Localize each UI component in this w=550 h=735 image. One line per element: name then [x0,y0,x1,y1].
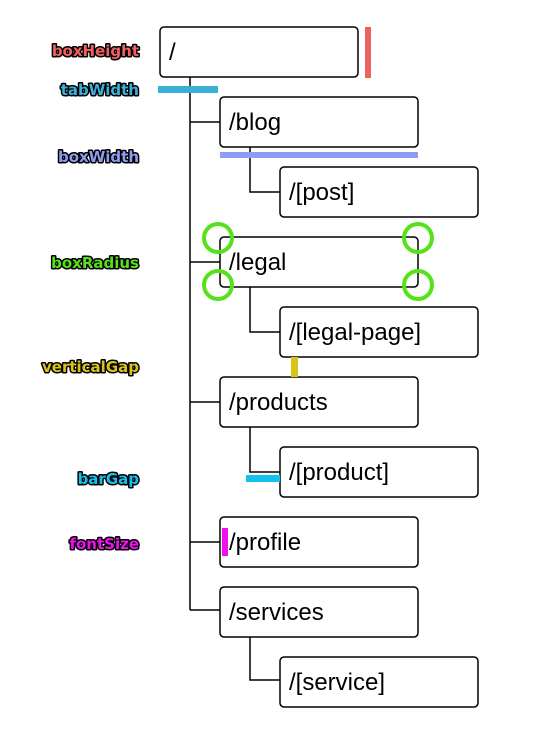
annotation-labels: boxHeight tabWidth boxWidth boxRadius ve… [41,41,141,555]
box-radius-marker-top-left [202,222,234,254]
box-radius-label: boxRadius [51,254,139,272]
route-box-product [279,446,479,498]
vertical-gap-marker [291,357,298,377]
route-box-legal-page [279,306,479,358]
route-label-legal: /legal [229,249,286,276]
connector-service [249,635,280,681]
bar-gap-label: barGap [78,470,140,488]
connectors [189,77,280,681]
route-box-products [219,376,419,428]
route-box-blog [219,96,419,148]
box-width-label: boxWidth [58,148,139,166]
route-box-service [279,656,479,708]
route-label-legal-page: /[legal-page] [289,319,421,346]
route-box-legal [219,236,419,288]
connector-product [249,427,280,473]
box-height-label: boxHeight [52,42,139,60]
connector-post [249,147,280,193]
route-labels: / /blog /[post] /legal /[legal-page] /pr… [169,39,421,696]
route-label-profile: /profile [229,529,301,556]
vertical-gap-label: verticalGap [42,358,139,376]
annotation-markers [158,27,434,556]
tab-width-label: tabWidth [61,81,139,99]
box-radius-marker-bottom-right [402,269,434,301]
route-label-product: /[product] [289,459,389,486]
route-label-post: /[post] [289,179,354,206]
box-radius-markers [202,222,434,301]
font-size-label: fontSize [69,535,139,553]
route-box-root [159,26,359,78]
box-radius-marker-top-right [402,222,434,254]
route-label-root: / [169,39,176,66]
route-label-services: /services [229,599,324,626]
route-box-post [279,166,479,218]
route-box-services [219,586,419,638]
route-box-profile [219,516,419,568]
tab-width-marker [158,86,218,93]
font-size-marker [222,528,228,556]
box-width-marker [220,152,418,158]
route-boxes [159,26,479,708]
connector-legal-page [249,287,280,333]
box-height-marker [365,27,371,78]
bar-gap-marker [246,475,280,482]
box-radius-marker-bottom-left [202,269,234,301]
route-label-products: /products [229,389,328,416]
route-label-blog: /blog [229,109,281,136]
route-label-service: /[service] [289,669,385,696]
